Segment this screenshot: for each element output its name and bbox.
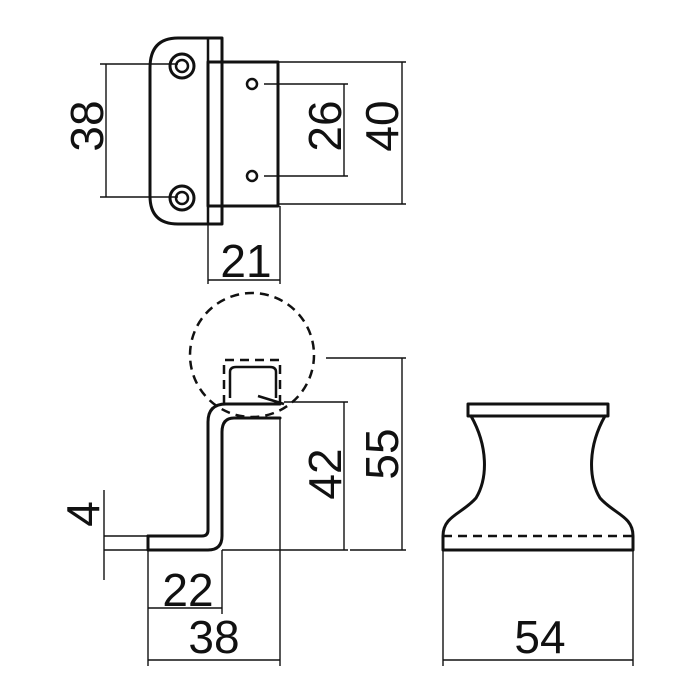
side-view: 4 42 55 22 38	[57, 291, 408, 666]
dim-label-22: 22	[162, 564, 213, 616]
top-view-back-plate	[148, 36, 224, 226]
top-view-screw-hole-lower	[245, 169, 259, 183]
top-view-mount-hole-upper	[168, 52, 196, 80]
dim-label-21: 21	[220, 235, 271, 287]
side-view-strip-outer	[146, 402, 282, 538]
dim-label-54: 54	[514, 611, 565, 663]
top-view-screw-hole-upper	[245, 77, 259, 91]
dim-label-55: 55	[356, 428, 408, 479]
side-view-detail-circle	[188, 291, 316, 419]
side-view-strip-inner	[146, 416, 282, 552]
dim-label-40: 40	[356, 100, 408, 151]
dim-label-26: 26	[299, 100, 351, 151]
front-view-body	[441, 414, 635, 552]
dim-label-42: 42	[299, 448, 351, 499]
top-view-mount-hole-lower-inner	[174, 190, 190, 206]
top-view-mount-hole-upper-inner	[174, 58, 190, 74]
top-view: 38 26 40 21	[61, 36, 408, 287]
top-view-strike-plate	[206, 60, 280, 208]
side-view-hook-profile	[228, 365, 278, 398]
side-view-hook-hidden-outline	[222, 358, 282, 404]
front-view: 54	[441, 402, 635, 666]
front-view-top-band	[466, 402, 610, 418]
top-view-mount-hole-lower	[168, 184, 196, 212]
dim-label-4: 4	[57, 501, 109, 527]
dim-label-38-bottom: 38	[188, 611, 239, 663]
dim-label-38-top: 38	[61, 100, 113, 151]
